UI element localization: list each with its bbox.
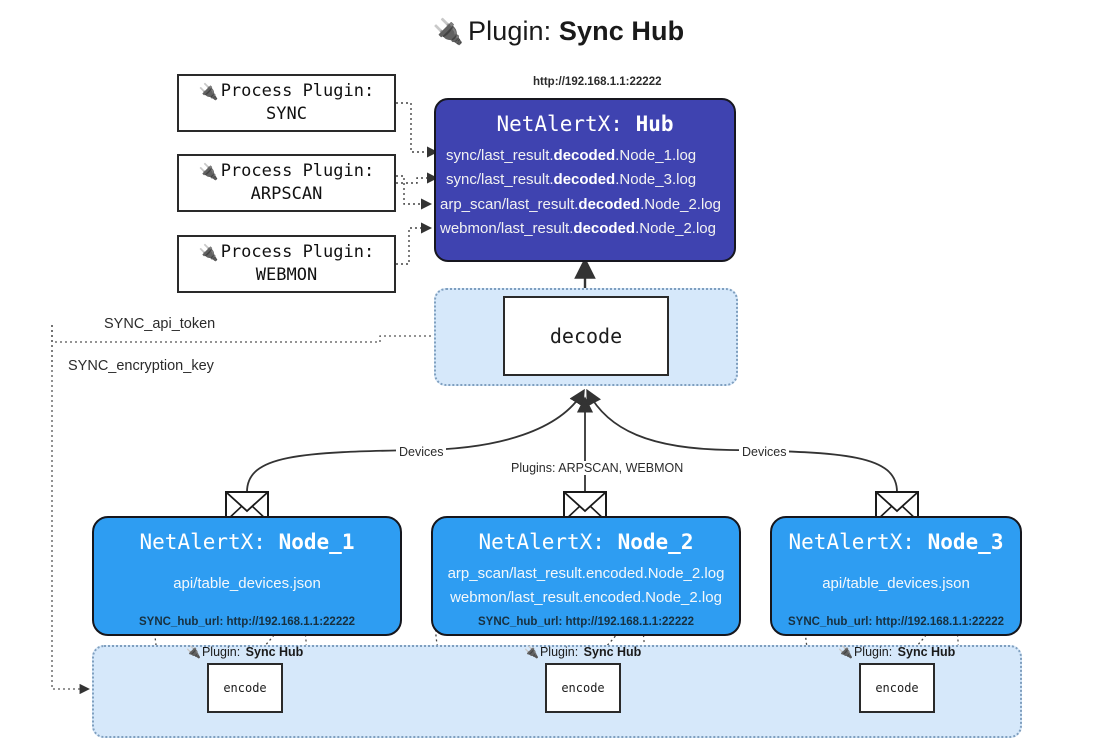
hub-title: NetAlertX: Hub [496, 112, 673, 136]
hub-log-1: sync/last_result.decoded.Node_1.log [436, 144, 734, 168]
process-plugin-name: WEBMON [255, 265, 318, 285]
page-title-name: Sync Hub [558, 16, 685, 46]
node-3-title: NetAlertX: Node_3 [789, 530, 1004, 554]
process-plugin-label: Process Plugin: [220, 242, 375, 263]
encoder-2-plugin-name: Sync Hub [583, 645, 642, 659]
edge-label-plugins-center: Plugins: ARPSCAN, WEBMON [508, 461, 687, 475]
hub-log-1-pre: sync/last_result. [446, 147, 554, 164]
encode-box-3[interactable]: encode [859, 663, 935, 713]
node-2-title-prefix: NetAlertX: [478, 530, 605, 554]
sync-api-token-label: SYNC_api_token [100, 316, 220, 332]
encoder-1-plugin-prefix: Plugin: [201, 645, 241, 659]
encode-label: encode [223, 681, 267, 695]
hub-log-2-mid: decoded [553, 171, 616, 189]
hub-log-3-mid: decoded [578, 195, 641, 213]
node-1-title-name: Node_1 [278, 530, 355, 554]
encoder-3-plugin-name: Sync Hub [897, 645, 956, 659]
hub-url-label: http://192.168.1.1:22222 [533, 76, 662, 88]
node-3-title-prefix: NetAlertX: [788, 530, 915, 554]
encode-label: encode [875, 681, 919, 695]
node-3-line-1: api/table_devices.json [822, 575, 970, 592]
decode-label: decode [549, 324, 623, 348]
plug-icon: 🔌 [198, 242, 219, 262]
encoder-3-plugin-label: 🔌Plugin: Sync Hub [838, 645, 955, 659]
hub-node[interactable]: NetAlertX: Hub sync/last_result.decoded.… [434, 98, 736, 262]
hub-log-1-mid: decoded [553, 147, 616, 164]
node-1[interactable]: NetAlertX: Node_1 api/table_devices.json… [92, 516, 402, 636]
node-2-line-2: webmon/last_result.encoded.Node_2.log [450, 589, 722, 606]
plug-icon: 🔌 [432, 18, 465, 46]
plug-icon: 🔌 [186, 645, 201, 659]
node-3-title-name: Node_3 [927, 530, 1004, 554]
page-title-prefix: Plugin: [468, 16, 552, 46]
hub-log-2: sync/last_result.decoded.Node_3.log [436, 168, 734, 192]
edge-label-devices-left: Devices [396, 445, 447, 459]
node-2-title-name: Node_2 [617, 530, 694, 554]
process-plugin-label: Process Plugin: [220, 81, 375, 102]
node-2[interactable]: NetAlertX: Node_2 arp_scan/last_result.e… [431, 516, 741, 636]
encoder-2-plugin-label: 🔌Plugin: Sync Hub [524, 645, 641, 659]
sync-encryption-key-label: SYNC_encryption_key [64, 358, 218, 374]
edge-label-devices-right: Devices [739, 445, 790, 459]
hub-log-2-pre: sync/last_result. [446, 171, 554, 189]
hub-log-4: webmon/last_result.decoded.Node_2.log [436, 217, 734, 241]
plug-icon: 🔌 [198, 161, 219, 181]
hub-title-prefix: NetAlertX: [496, 112, 623, 136]
encode-label: encode [561, 681, 605, 695]
node-2-footer: SYNC_hub_url: http://192.168.1.1:22222 [477, 616, 695, 628]
hub-log-4-mid: decoded [573, 219, 636, 237]
process-plugin-webmon[interactable]: 🔌Process Plugin: WEBMON [177, 235, 396, 293]
hub-title-name: Hub [635, 112, 674, 136]
hub-log-4-pre: webmon/last_result. [440, 219, 574, 237]
encoder-3-plugin-prefix: Plugin: [853, 645, 893, 659]
node-1-title-prefix: NetAlertX: [139, 530, 266, 554]
plug-icon: 🔌 [838, 645, 853, 659]
node-1-title: NetAlertX: Node_1 [140, 530, 355, 554]
node-3-footer: SYNC_hub_url: http://192.168.1.1:22222 [787, 616, 1005, 628]
encoder-1-plugin-label: 🔌Plugin: Sync Hub [186, 645, 303, 659]
encoder-2-plugin-prefix: Plugin: [539, 645, 579, 659]
page-title: 🔌Plugin: Sync Hub [0, 16, 1117, 47]
encode-box-2[interactable]: encode [545, 663, 621, 713]
decode-box[interactable]: decode [503, 296, 669, 376]
hub-log-4-post: .Node_2.log [635, 219, 716, 237]
node-1-line-1: api/table_devices.json [173, 575, 321, 592]
node-3[interactable]: NetAlertX: Node_3 api/table_devices.json… [770, 516, 1022, 636]
process-plugin-sync[interactable]: 🔌Process Plugin: SYNC [177, 74, 396, 132]
node-1-footer: SYNC_hub_url: http://192.168.1.1:22222 [138, 616, 356, 628]
plug-icon: 🔌 [198, 81, 219, 101]
hub-log-3-pre: arp_scan/last_result. [440, 195, 579, 213]
encoder-1-plugin-name: Sync Hub [245, 645, 304, 659]
process-plugin-arpscan[interactable]: 🔌Process Plugin: ARPSCAN [177, 154, 396, 212]
hub-log-1-post: .Node_1.log [615, 147, 697, 164]
hub-log-3: arp_scan/last_result.decoded.Node_2.log [436, 193, 734, 217]
node-2-line-1: arp_scan/last_result.encoded.Node_2.log [447, 565, 725, 582]
process-plugin-name: SYNC [266, 104, 307, 124]
plug-icon: 🔌 [524, 645, 539, 659]
encode-box-1[interactable]: encode [207, 663, 283, 713]
hub-log-2-post: .Node_3.log [615, 171, 697, 189]
process-plugin-name: ARPSCAN [250, 184, 323, 204]
process-plugin-label: Process Plugin: [220, 161, 375, 182]
node-2-title: NetAlertX: Node_2 [479, 530, 694, 554]
hub-log-3-post: .Node_2.log [640, 195, 721, 213]
